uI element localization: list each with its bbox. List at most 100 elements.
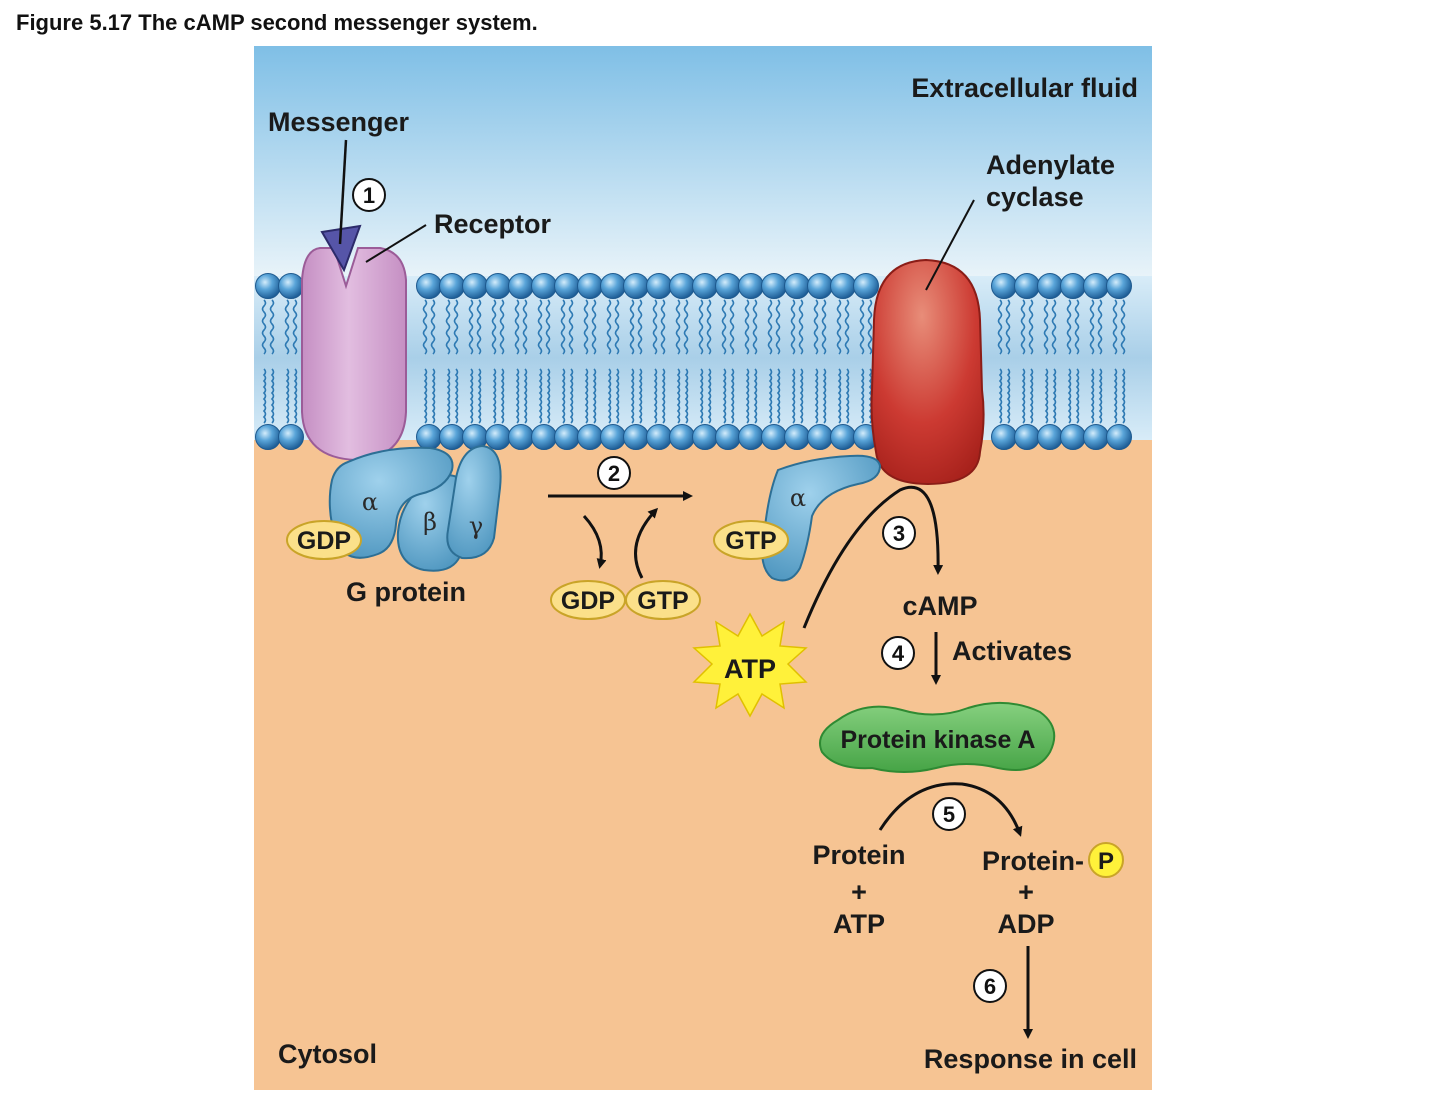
lipid-tail — [821, 299, 827, 355]
phospholipid-head — [577, 273, 603, 299]
phospholipid-head — [692, 273, 718, 299]
gtp-oval-incoming — [625, 580, 701, 620]
lipid-tail — [584, 368, 589, 424]
lipid-tail — [1006, 368, 1011, 424]
gtp-label-incoming: GTP — [637, 587, 688, 615]
phospholipid-head — [1083, 273, 1109, 299]
lipid-tail — [476, 299, 482, 355]
lipid-tail — [1075, 368, 1080, 424]
lipid-tail — [446, 368, 451, 424]
messenger-pointer-line — [338, 139, 348, 245]
cytosol-label: Cytosol — [278, 1039, 377, 1069]
lipid-tail — [515, 368, 520, 424]
protein-label: Protein — [812, 840, 905, 870]
step-4-marker: 4 — [881, 636, 915, 670]
lipid-tail — [629, 299, 635, 355]
lipid-tail — [454, 368, 459, 424]
lipid-tail — [730, 368, 735, 424]
gamma-label: γ — [469, 512, 483, 540]
lipid-tail — [698, 299, 704, 355]
lipid-tail — [1028, 299, 1034, 355]
lipid-tail — [1121, 368, 1126, 424]
phospholipid-head — [830, 424, 856, 450]
lipid-tail — [814, 368, 819, 424]
lipid-tail — [845, 368, 850, 424]
lipid-tail — [744, 299, 750, 355]
lipid-tail — [514, 299, 520, 355]
lipid-tail — [653, 368, 658, 424]
lipid-tail — [1120, 299, 1126, 355]
lipid-tail — [767, 299, 773, 355]
lipid-tail — [798, 299, 804, 355]
lipid-tail — [491, 299, 497, 355]
lipid-tail — [706, 299, 712, 355]
phospholipid-head — [577, 424, 603, 450]
phospholipid-head — [600, 424, 626, 450]
phospholipid-head — [623, 424, 649, 450]
lipid-tail — [499, 299, 505, 355]
phospholipid-head — [531, 424, 557, 450]
lipid-tail — [1090, 368, 1095, 424]
phosphate-label: P — [1098, 848, 1114, 875]
messenger-label: Messenger — [268, 107, 410, 137]
phospholipid-head — [1037, 273, 1063, 299]
phospholipid-head — [1060, 273, 1086, 299]
lipid-tail — [477, 368, 482, 424]
phospholipid-head — [738, 273, 764, 299]
lipid-tail — [1089, 299, 1095, 355]
phospholipid-head — [991, 424, 1017, 450]
gdp-label-gprotein: GDP — [297, 527, 351, 555]
lipid-tail — [1097, 299, 1103, 355]
phospholipid-head — [623, 273, 649, 299]
lipid-tail — [561, 368, 566, 424]
phospholipid-head — [255, 273, 281, 299]
phospholipid-head — [508, 273, 534, 299]
phospholipid-head — [485, 424, 511, 450]
step-1-marker: 1 — [352, 178, 386, 212]
phospholipid-head — [531, 273, 557, 299]
lipid-tail — [1113, 368, 1118, 424]
step-6-marker: 6 — [973, 969, 1007, 1003]
lipid-tail — [722, 368, 727, 424]
phospholipid-head — [278, 424, 304, 450]
lipid-tail — [660, 299, 666, 355]
lipid-tail — [998, 368, 1003, 424]
phospholipid-head — [669, 273, 695, 299]
phospholipid-head — [439, 273, 465, 299]
lipid-tail — [1067, 368, 1072, 424]
phospholipid-head — [508, 424, 534, 450]
phospholipid-head — [485, 273, 511, 299]
lipid-tail — [614, 299, 620, 355]
lipid-tail — [790, 299, 796, 355]
phospholipid-head — [807, 424, 833, 450]
adenylate-cyclase-label-line1: Adenylate — [986, 150, 1115, 180]
lipid-tail — [1051, 299, 1057, 355]
atp-burst — [692, 612, 808, 718]
lipid-tail — [1029, 368, 1034, 424]
phospholipid-head — [600, 273, 626, 299]
lipid-tail — [523, 368, 528, 424]
lipid-tail — [661, 368, 666, 424]
gtp-oval-alpha — [713, 520, 789, 560]
lipid-tail — [729, 299, 735, 355]
svg-text:4: 4 — [892, 641, 905, 666]
phospholipid-head — [1014, 424, 1040, 450]
step-2-marker: 2 — [597, 456, 631, 490]
plus-label-right: + — [1018, 877, 1034, 907]
lipid-tail — [546, 368, 551, 424]
phospholipid-head — [255, 424, 281, 450]
receptor-pointer-line — [365, 224, 427, 263]
lipid-tail — [431, 368, 436, 424]
g-protein-gamma-subunit — [446, 444, 502, 560]
lipid-tail — [453, 299, 459, 355]
svg-text:2: 2 — [608, 461, 620, 486]
lipid-tail — [445, 299, 451, 355]
phospholipid-head — [462, 273, 488, 299]
svg-text:6: 6 — [984, 974, 996, 999]
gtp-binding-arrow — [634, 507, 659, 579]
protein-kinase-a-shape — [819, 701, 1056, 773]
atp-to-camp-arrow — [802, 485, 944, 629]
svg-text:1: 1 — [363, 183, 375, 208]
lipid-tail — [591, 299, 597, 355]
